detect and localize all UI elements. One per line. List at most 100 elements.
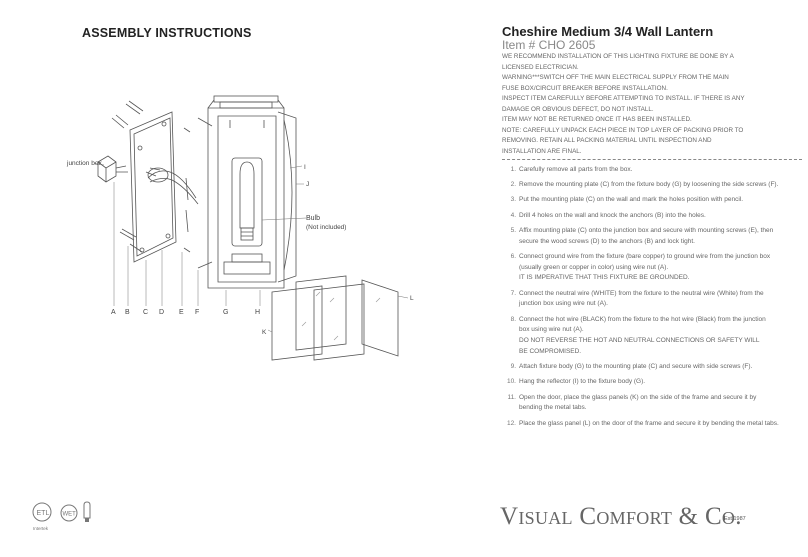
- step-number: 3.: [510, 196, 516, 204]
- note-line: WARNING***SWITCH OFF THE MAIN ELECTRICAL…: [502, 74, 729, 81]
- established-year: Est.1987: [724, 516, 746, 522]
- fixture-body-drawing: [207, 95, 285, 289]
- step-text: Connect the neutral wire (WHITE) from th…: [519, 289, 764, 297]
- product-title: Cheshire Medium 3/4 Wall Lantern: [502, 24, 714, 39]
- step-text: Put the mounting plate (C) on the wall a…: [519, 196, 744, 204]
- step-text: Remove the mounting plate (C) from the f…: [519, 181, 779, 189]
- step-text: Connect the hot wire (BLACK) from the fi…: [519, 315, 766, 323]
- part-letter-g: G: [223, 309, 228, 316]
- part-letter-b: B: [125, 309, 130, 316]
- label-l: L: [410, 295, 414, 302]
- step-line: 7.Connect the neutral wire (WHITE) from …: [502, 290, 764, 297]
- step-line: 3.Put the mounting plate (C) on the wall…: [502, 196, 743, 203]
- note-line: DAMAGE OR OBVIOUS DEFECT, DO NOT INSTALL…: [502, 105, 654, 113]
- note-line: INSTALLATION ARE FINAL.: [502, 147, 582, 155]
- label-j: J: [306, 181, 309, 188]
- step-text: Hang the reflector (I) to the fixture bo…: [519, 378, 646, 386]
- reflector-drawing: [283, 119, 293, 271]
- item-number: Item # CHO 2605: [502, 38, 596, 52]
- wet-label: WET: [63, 512, 77, 518]
- note-line: ITEM MAY NOT BE RETURNED ONCE IT HAS BEE…: [502, 116, 692, 123]
- door-drawing: [277, 111, 297, 283]
- bulb-icon: [83, 501, 91, 522]
- step-number: 7.: [510, 289, 516, 297]
- step-number: 6.: [510, 252, 516, 260]
- step-number: 10.: [506, 378, 516, 386]
- svg-text:ETL: ETL: [37, 510, 50, 517]
- mounting-plate-drawing: [129, 111, 177, 263]
- step-line: bending the metal tabs.: [502, 404, 587, 411]
- step-text: Connect ground wire from the fixture (ba…: [519, 252, 771, 260]
- step-text: secure the wood screws (D) to the anchor…: [519, 237, 695, 245]
- note-line: REMOVING. RETAIN ALL PACKING MATERIAL UN…: [502, 137, 712, 144]
- step-text: box using wire nut (A).: [519, 326, 584, 334]
- anchors-drawing: [111, 100, 144, 253]
- step-line: 11.Open the door, place the glass panels…: [502, 394, 756, 401]
- step-text: Attach fixture body (G) to the mounting …: [519, 363, 753, 371]
- glass-panels-k-drawing: [271, 275, 365, 361]
- bulb-label: Bulb: [306, 215, 320, 222]
- step-text: Open the door, place the glass panels (K…: [519, 393, 757, 401]
- part-letter-a: A: [111, 309, 116, 316]
- wet-location-icon: WET: [60, 504, 78, 522]
- glass-panel-l-drawing: [361, 279, 399, 357]
- step-line: 1.Carefully remove all parts from the bo…: [502, 166, 633, 173]
- step-text: DO NOT REVERSE THE HOT AND NEUTRAL CONNE…: [519, 337, 760, 345]
- step-number: 12.: [506, 419, 516, 427]
- label-i: I: [304, 164, 306, 171]
- wires-drawing: [145, 167, 199, 205]
- step-line: 12.Place the glass panel (L) on the door…: [502, 420, 779, 427]
- step-line: secure the wood screws (D) to the anchor…: [502, 238, 695, 245]
- step-line: IT IS IMPERATIVE THAT THIS FIXTURE BE GR…: [502, 274, 689, 281]
- step-line: 6.Connect ground wire from the fixture (…: [502, 252, 771, 260]
- step-line: DO NOT REVERSE THE HOT AND NEUTRAL CONNE…: [502, 337, 760, 344]
- etl-icon: ETL Intertek: [32, 502, 52, 531]
- step-line: 4.Drill 4 holes on the wall and knock th…: [502, 212, 706, 219]
- step-line: BE COMPROMISED.: [502, 348, 581, 355]
- step-text: junction box using wire nut (A).: [519, 300, 608, 308]
- step-text: Drill 4 holes on the wall and knock the …: [519, 211, 706, 219]
- label-k: K: [262, 329, 267, 336]
- step-text: bending the metal tabs.: [519, 404, 587, 412]
- note-line: FUSE BOX/CIRCUIT BREAKER BEFORE INSTALLA…: [502, 84, 668, 92]
- junction-box-drawing: [97, 155, 128, 183]
- step-line: 9.Attach fixture body (G) to the mountin…: [502, 363, 753, 371]
- step-text: Carefully remove all parts from the box.: [519, 166, 633, 173]
- step-number: 9.: [510, 363, 516, 371]
- step-text: BE COMPROMISED.: [519, 348, 582, 355]
- step-line: 5.Affix mounting plate (C) onto the junc…: [502, 226, 774, 234]
- step-number: 1.: [510, 166, 516, 173]
- step-line: 8.Connect the hot wire (BLACK) from the …: [502, 316, 766, 323]
- step-line: 10.Hang the reflector (I) to the fixture…: [502, 378, 645, 385]
- leader-lines: [93, 162, 409, 333]
- step-number: 8.: [510, 315, 516, 323]
- junction-box-label: junction box: [66, 160, 102, 167]
- step-text: (usually green or copper in color) using…: [519, 263, 669, 271]
- step-line: junction box using wire nut (A).: [502, 300, 608, 307]
- part-letter-d: D: [159, 309, 164, 316]
- step-number: 5.: [510, 226, 516, 234]
- note-line: WE RECOMMEND INSTALLATION OF THIS LIGHTI…: [502, 53, 734, 60]
- safety-notes: WE RECOMMEND INSTALLATION OF THIS LIGHTI…: [502, 52, 792, 157]
- note-line: NOTE: CAREFULLY UNPACK EACH PIECE IN TOP…: [502, 126, 744, 134]
- brand-logo: Visual Comfort & Co.: [500, 503, 742, 530]
- part-letter-e: E: [179, 309, 184, 316]
- step-number: 2.: [510, 181, 516, 189]
- step-text: IT IS IMPERATIVE THAT THIS FIXTURE BE GR…: [519, 274, 690, 282]
- cert-mark-text: Intertek: [33, 526, 49, 531]
- note-line: INSPECT ITEM CAREFULLY BEFORE ATTEMPTING…: [502, 95, 745, 102]
- note-line: LICENSED ELECTRICIAN.: [502, 63, 579, 71]
- part-letter-f: F: [195, 309, 199, 316]
- step-line: 2.Remove the mounting plate (C) from the…: [502, 181, 779, 189]
- step-line: box using wire nut (A).: [502, 326, 584, 333]
- step-number: 4.: [510, 211, 516, 219]
- page-title: ASSEMBLY INSTRUCTIONS: [82, 26, 252, 40]
- step-number: 11.: [507, 393, 516, 401]
- bulb-note: (Not included): [306, 224, 346, 231]
- part-letter-h: H: [255, 309, 260, 316]
- divider: [502, 159, 802, 160]
- bulb-drawing: [231, 157, 263, 247]
- step-text: Place the glass panel (L) on the door of…: [519, 419, 779, 427]
- step-line: (usually green or copper in color) using…: [502, 264, 668, 271]
